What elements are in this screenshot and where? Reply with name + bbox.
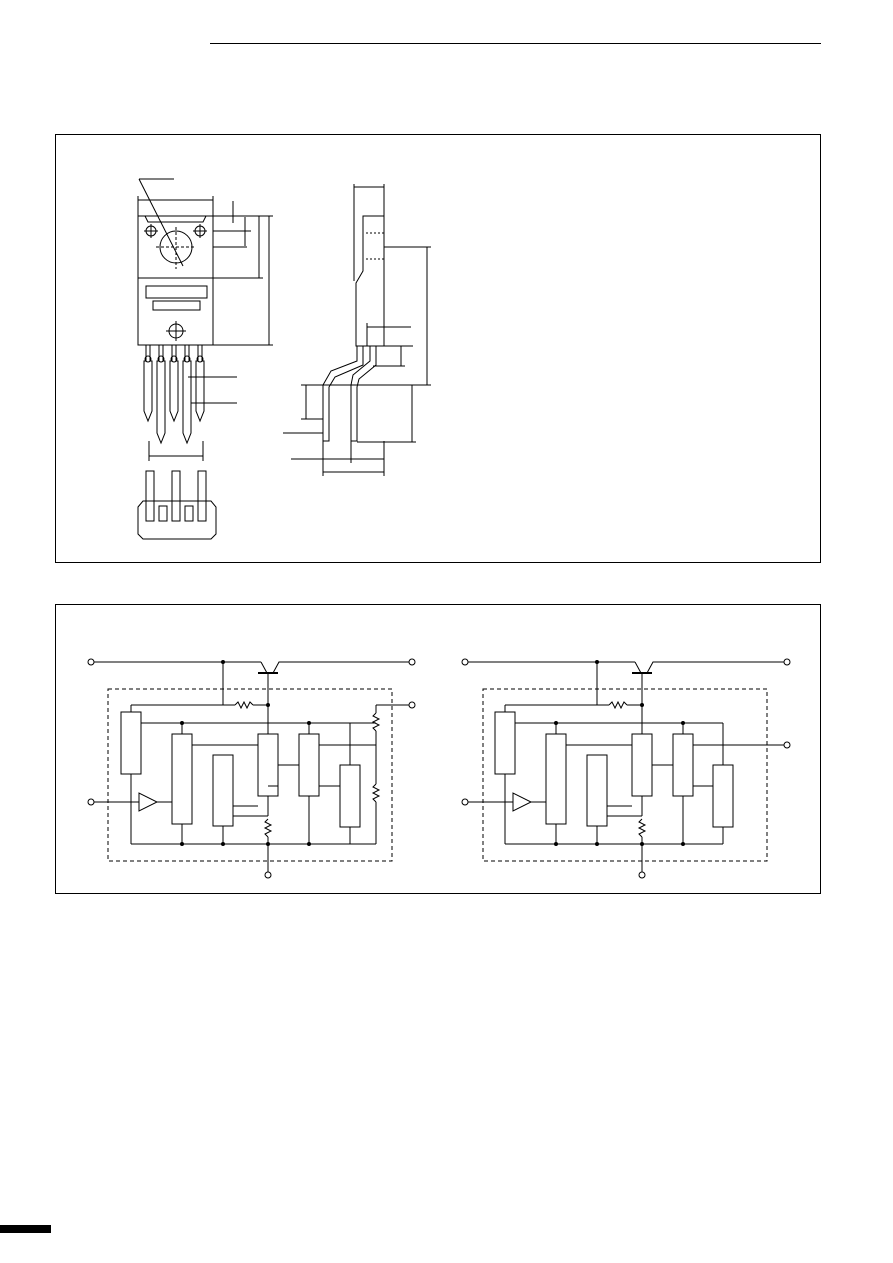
package-outline-panel bbox=[55, 134, 821, 563]
block-diagrams bbox=[87, 658, 791, 879]
bottom-lead bbox=[184, 505, 194, 522]
block-4 bbox=[631, 733, 653, 797]
bottom-view bbox=[137, 470, 217, 540]
ic-boundary bbox=[107, 688, 393, 862]
bottom-body bbox=[137, 500, 217, 540]
package-outline-drawing bbox=[137, 178, 431, 540]
label-marking bbox=[145, 285, 208, 299]
side-lead-straight bbox=[350, 346, 377, 442]
resistor bbox=[372, 712, 380, 732]
side-lead-bent bbox=[322, 346, 364, 442]
ic-boundary bbox=[482, 688, 768, 862]
terminal-output bbox=[408, 658, 416, 666]
block-1 bbox=[494, 711, 516, 775]
side-body bbox=[355, 215, 385, 347]
footer-bar bbox=[0, 1225, 51, 1233]
buffer-amplifier bbox=[138, 792, 159, 812]
terminal-gnd bbox=[264, 871, 272, 879]
transistor-emitter bbox=[634, 661, 642, 674]
block-5 bbox=[672, 733, 694, 797]
transistor-emitter bbox=[260, 661, 268, 674]
block-diagram-left bbox=[87, 658, 416, 879]
resistor bbox=[638, 818, 646, 838]
transistor-collector bbox=[272, 661, 409, 674]
block-3 bbox=[586, 754, 608, 827]
block-6 bbox=[339, 764, 361, 828]
header-rule bbox=[210, 43, 821, 44]
buffer-amplifier bbox=[512, 792, 533, 812]
block-diagram-panel bbox=[55, 604, 821, 894]
bottom-lead bbox=[171, 470, 181, 522]
front-view bbox=[137, 178, 273, 461]
resistor bbox=[608, 701, 628, 709]
block-2 bbox=[545, 733, 567, 825]
block-4 bbox=[257, 733, 279, 797]
terminal-input bbox=[461, 658, 469, 666]
transistor-collector bbox=[646, 661, 784, 674]
terminal-control bbox=[461, 798, 469, 806]
block-diagram-right bbox=[461, 658, 791, 879]
body-notch bbox=[144, 215, 207, 223]
resistor bbox=[264, 818, 272, 838]
block-5 bbox=[298, 733, 320, 797]
block-3 bbox=[212, 754, 234, 827]
terminal-input bbox=[87, 658, 95, 666]
resistor bbox=[234, 701, 254, 709]
resistor bbox=[372, 783, 380, 803]
terminal-control bbox=[87, 798, 95, 806]
label-marking-2 bbox=[152, 300, 201, 311]
terminal-sense bbox=[408, 701, 416, 709]
side-view bbox=[283, 184, 431, 476]
terminal-gnd bbox=[638, 871, 646, 879]
terminal-output bbox=[783, 658, 791, 666]
block-2 bbox=[171, 733, 193, 825]
bottom-lead bbox=[145, 470, 155, 522]
block-6 bbox=[712, 764, 734, 828]
bottom-lead bbox=[197, 470, 207, 522]
block-1 bbox=[120, 711, 142, 775]
terminal-sense bbox=[783, 741, 791, 749]
leads bbox=[143, 345, 205, 445]
bottom-lead bbox=[158, 505, 168, 522]
